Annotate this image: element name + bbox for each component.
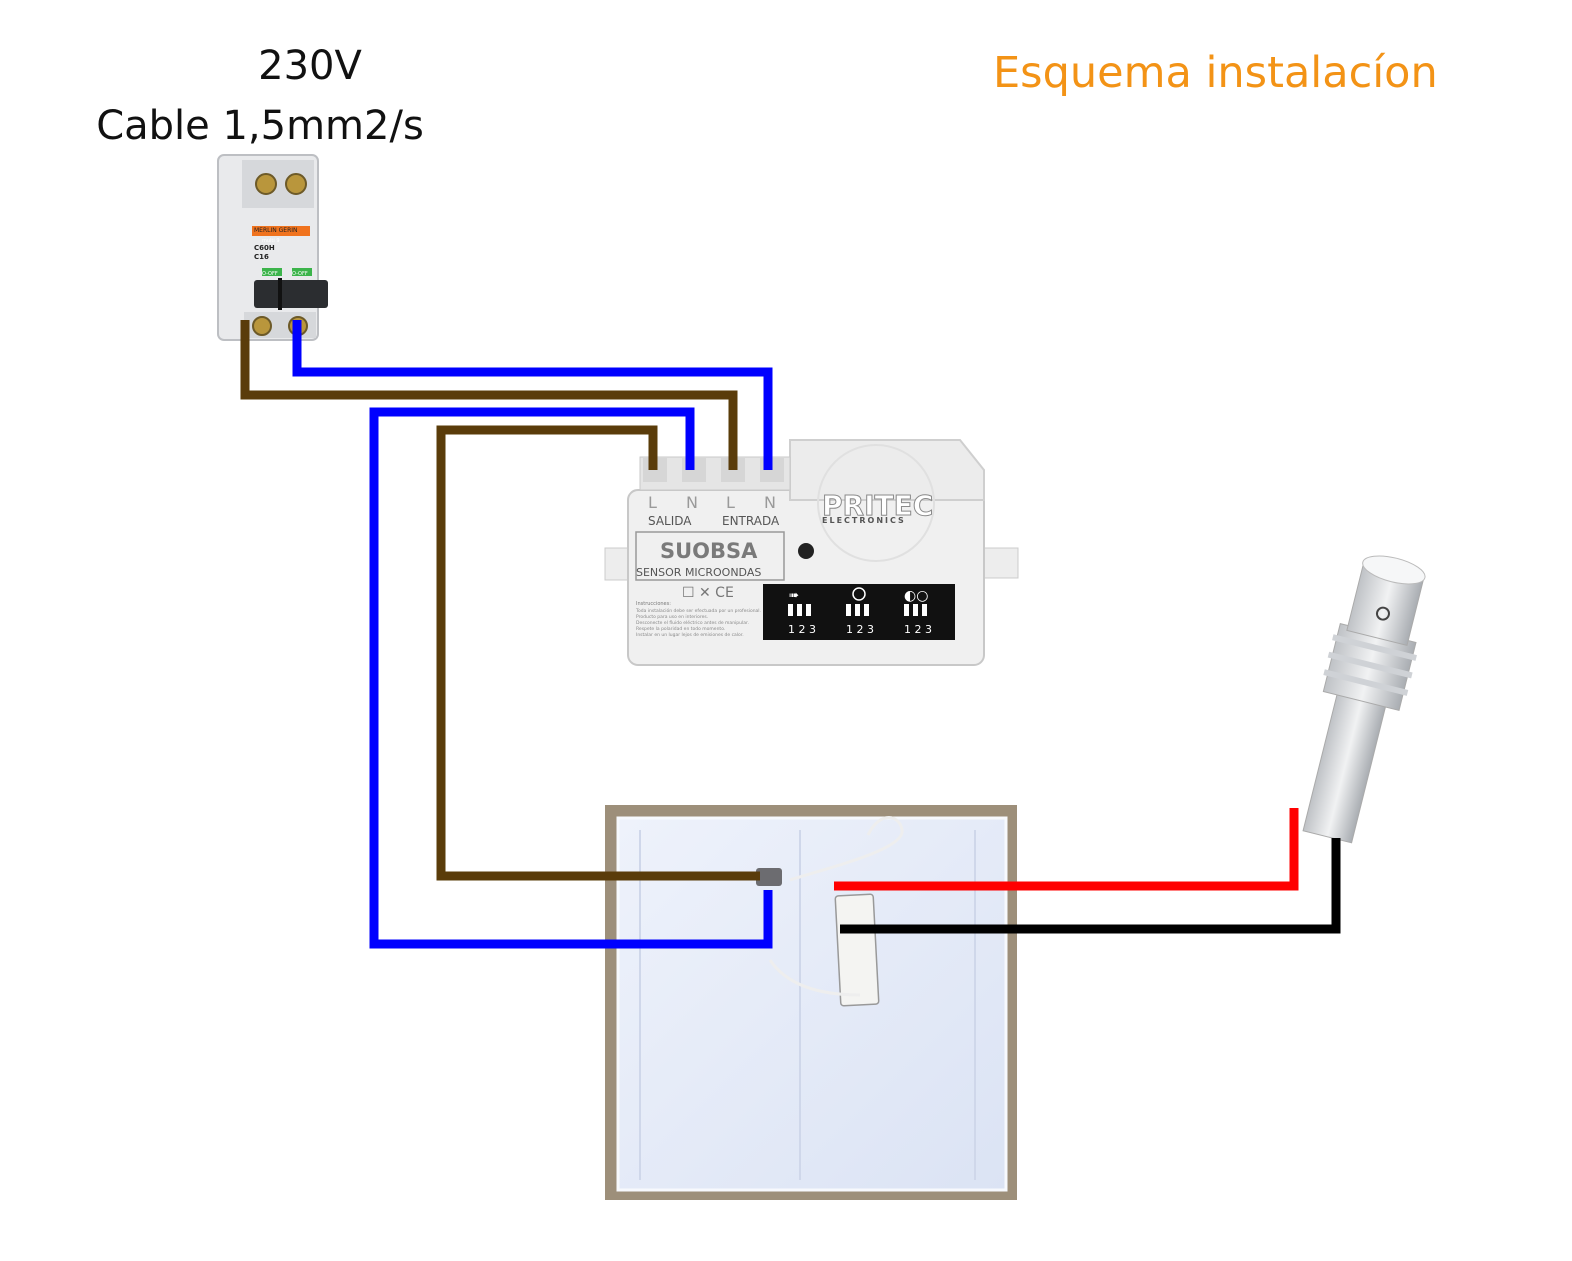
led-panel <box>605 805 1017 1200</box>
breaker-toggle[interactable] <box>254 280 328 308</box>
dip-switch[interactable] <box>904 604 909 616</box>
dip-numbers: 1 2 3 <box>846 623 874 636</box>
terminal-label: N <box>686 493 698 512</box>
brand-logo: PRITEC <box>822 489 933 522</box>
breaker-brand: MERLIN GERIN <box>254 227 298 234</box>
dip-switch[interactable] <box>855 604 860 616</box>
emergency-probe <box>1302 555 1426 844</box>
panel-connector <box>756 868 782 886</box>
dip-group-light: ◐○ 1 2 3 <box>904 588 932 636</box>
input-label: ENTRADA <box>722 514 780 528</box>
dip-switch[interactable] <box>913 604 918 616</box>
sensor-lens <box>798 543 814 559</box>
terminal-screw-icon <box>255 173 277 195</box>
dip-switch[interactable] <box>846 604 851 616</box>
product-name: SUOBSA <box>660 539 758 563</box>
cable-label: Cable 1,5mm2/s <box>96 103 424 149</box>
dip-numbers: 1 2 3 <box>788 623 816 636</box>
dip-switch[interactable] <box>864 604 869 616</box>
dip-switch[interactable] <box>797 604 802 616</box>
power-icon <box>1375 606 1390 621</box>
terminal-label: L <box>726 493 735 512</box>
diagram-title: Esquema instalacíon <box>993 48 1438 98</box>
output-label: SALIDA <box>648 514 692 528</box>
voltage-label: 230V <box>258 43 362 89</box>
circuit-breaker: MERLIN GERIN multi 9 C60H C16 O-OFF O-OF… <box>217 154 328 341</box>
instruction-line: Toda instalación debe ser efectuada por … <box>635 607 761 614</box>
instruction-line: Respete la polaridad en todo momento. <box>636 626 725 632</box>
wire-live-output <box>436 425 760 881</box>
dip-switch[interactable] <box>922 604 927 616</box>
wires <box>240 320 1341 949</box>
dip-group-time: 1 2 3 <box>846 587 874 636</box>
certification-marks: ☐ ✕ CE <box>682 585 734 601</box>
dip-switch[interactable] <box>788 604 793 616</box>
dip-numbers: 1 2 3 <box>904 623 932 636</box>
breaker-series: multi 9 <box>262 238 280 244</box>
microwave-sensor: L N L N SALIDA ENTRADA SUOBSA SENSOR MIC… <box>604 439 1019 666</box>
terminal-label: L <box>648 493 657 512</box>
light-icon: ◐○ <box>904 588 928 604</box>
breaker-state-left: O-OFF <box>262 271 278 277</box>
wire-neutral-input <box>292 320 773 470</box>
wire-negative <box>840 838 1341 934</box>
instruction-line: Desconecte el fluido eléctrico antes de … <box>636 619 749 626</box>
led-driver <box>834 893 880 1007</box>
dip-group-range: ➠ 1 2 3 <box>788 588 816 636</box>
wire-neutral-output <box>369 407 773 949</box>
breaker-state-right: O-OFF <box>292 271 308 277</box>
product-subtitle: SENSOR MICROONDAS <box>636 566 761 579</box>
arrow-icon: ➠ <box>789 588 799 602</box>
breaker-model: C60H <box>254 244 275 252</box>
instruction-line: Instalar en un lugar lejos de emisiones … <box>636 632 744 638</box>
terminal-label: N <box>764 493 776 512</box>
terminal-screw-icon <box>285 173 307 195</box>
terminal-screw-icon <box>252 316 272 336</box>
wire-positive <box>834 808 1299 891</box>
instruction-line: Producto para uso en interiores. <box>636 614 708 620</box>
breaker-rating: C16 <box>254 253 269 261</box>
dip-switch[interactable] <box>806 604 811 616</box>
wire-live-input <box>240 320 738 470</box>
clock-icon <box>852 587 866 601</box>
brand-subtitle: ELECTRONICS <box>822 516 906 525</box>
instructions-title: Instrucciones: <box>636 601 671 607</box>
